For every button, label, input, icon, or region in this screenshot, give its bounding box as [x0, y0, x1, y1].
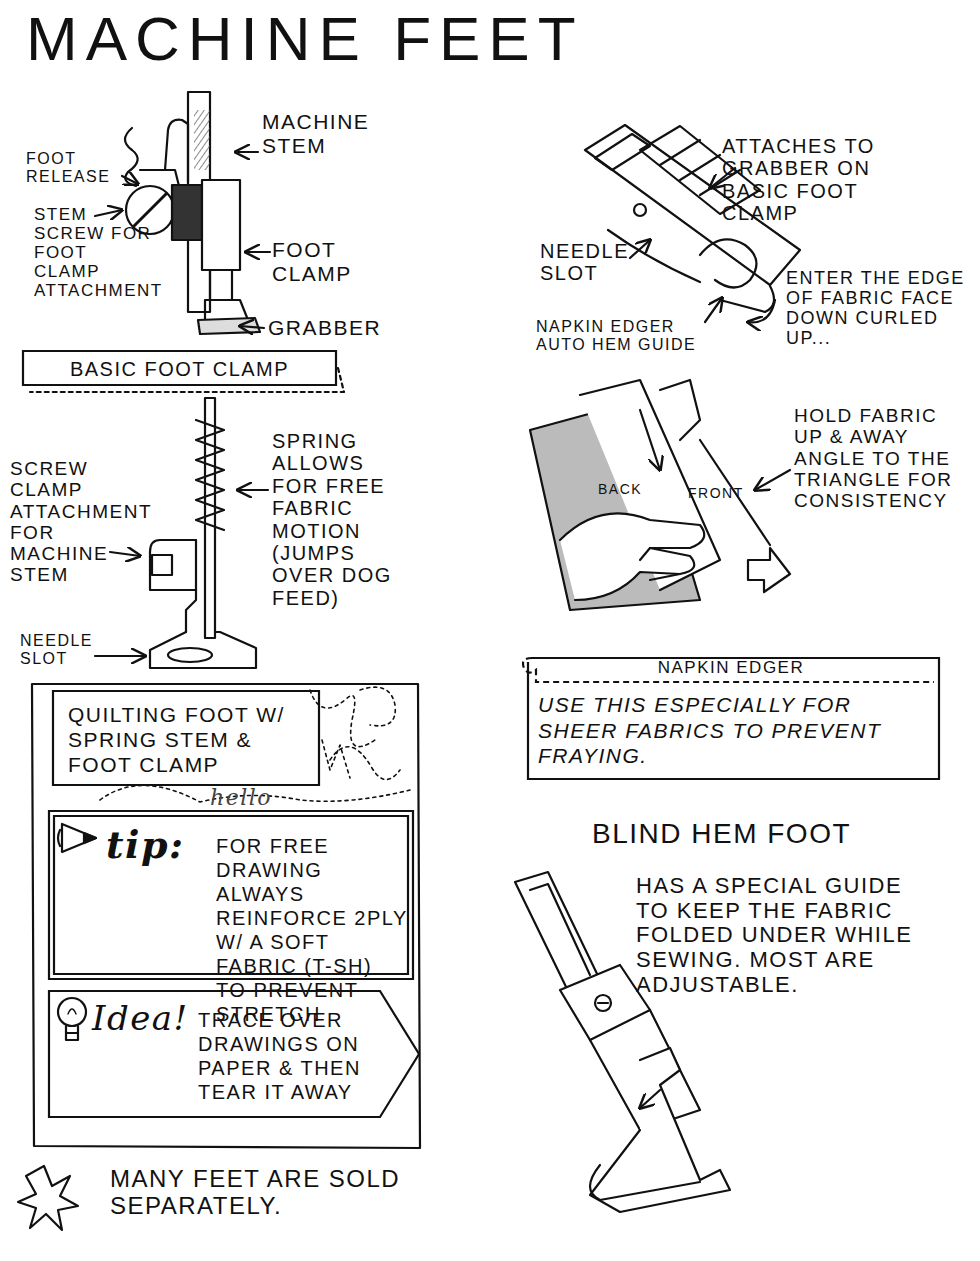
part-label: HOLD FABRIC UP & AWAY ANGLE TO THE TRIAN…	[794, 405, 969, 511]
quilting-foot-drawing	[150, 398, 256, 668]
part-label: SCREW CLAMP ATTACHMENT FOR MACHINE STEM	[10, 458, 138, 586]
part-label: NAPKIN EDGER AUTO HEM GUIDE	[536, 318, 726, 354]
part-label: ATTACHES TO GRABBER ON BASIC FOOT CLAMP	[722, 135, 902, 225]
part-label: HAS A SPECIAL GUIDE TO KEEP THE FABRIC F…	[636, 874, 931, 997]
part-label: MACHINE STEM	[262, 110, 382, 157]
node-heading: tip:	[106, 822, 185, 868]
node-body: TRACE OVER DRAWINGS ON PAPER & THEN TEAR…	[198, 1008, 380, 1104]
part-label: MANY FEET ARE SOLD SEPARATELY.	[110, 1166, 450, 1220]
lightbulb-icon	[58, 998, 86, 1040]
node-heading: BASIC FOOT CLAMP	[22, 350, 337, 381]
part-label: BACK	[598, 482, 658, 498]
part-label: GRABBER	[268, 316, 398, 340]
tip-box: tip:FOR FREE DRAWING ALWAYS REINFORCE 2P…	[48, 810, 414, 980]
part-label: FOOT RELEASE	[26, 150, 126, 186]
part-label: ENTER THE EDGE OF FABRIC FACE DOWN CURLE…	[786, 268, 974, 349]
outline-stroke	[23, 351, 336, 385]
pencil-icon	[58, 824, 96, 852]
hand-fabric-drawing	[530, 380, 770, 610]
part-label: BLIND HEM FOOT	[592, 818, 912, 849]
node-heading: QUILTING FOOT W/ SPRING STEM & FOOT CLAM…	[52, 690, 320, 778]
part-label: STEM SCREW FOR FOOT CLAMP ATTACHMENT	[34, 205, 154, 300]
node-body: FOR FREE DRAWING ALWAYS REINFORCE 2PLY W…	[216, 834, 408, 1026]
node-heading: NAPKIN EDGER	[522, 652, 940, 678]
outer-frame	[32, 684, 420, 1148]
part-name-box: BASIC FOOT CLAMP	[22, 350, 337, 386]
hollow-arrow	[748, 548, 790, 592]
outline-stroke	[49, 991, 419, 1117]
node-heading: Idea!	[92, 998, 189, 1039]
outline-stroke	[53, 691, 319, 785]
page-title: MACHINE FEET	[26, 8, 584, 70]
part-label: NEEDLE SLOT	[540, 240, 630, 285]
napkin-edger-banner: NAPKIN EDGERUSE THIS ESPECIALLY FOR SHEE…	[522, 652, 940, 780]
part-label: FOOT CLAMP	[272, 238, 382, 285]
idea-box: Idea!TRACE OVER DRAWINGS ON PAPER & THEN…	[48, 990, 420, 1118]
part-label: NEEDLE SLOT	[20, 632, 100, 668]
node-body: USE THIS ESPECIALLY FOR SHEER FABRICS TO…	[522, 678, 940, 768]
part-label: hello	[210, 786, 300, 811]
part-label: SPRING ALLOWS FOR FREE FABRIC MOTION (JU…	[272, 430, 412, 609]
star-icon	[18, 1166, 78, 1230]
part-label: FRONT	[688, 486, 758, 502]
part-name-box: QUILTING FOOT W/ SPRING STEM & FOOT CLAM…	[52, 690, 320, 786]
